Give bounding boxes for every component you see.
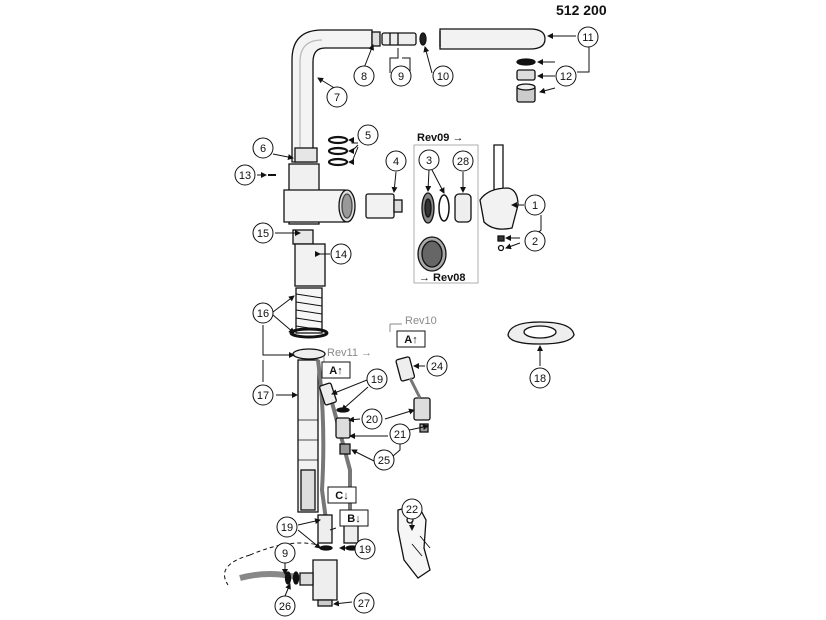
callout-24: 24 <box>426 355 448 377</box>
callout-14: 14 <box>330 243 352 265</box>
svg-text:6: 6 <box>260 143 266 155</box>
callout-27: 27 <box>353 592 375 614</box>
callout-17: 17 <box>252 384 274 406</box>
rev10-label: Rev10 <box>405 315 437 327</box>
tag-a-upper: A↑ <box>396 330 426 348</box>
svg-text:21: 21 <box>394 429 406 441</box>
callout-10: 10 <box>432 65 454 87</box>
rev11-label: Rev11 → <box>327 347 372 359</box>
callout-9: 9 <box>390 65 412 87</box>
svg-text:1: 1 <box>532 200 538 212</box>
svg-text:13: 13 <box>239 170 251 182</box>
tag-b: B↓ <box>339 509 369 527</box>
rev08-label: → Rev08 <box>419 272 465 284</box>
callout-19-upper: 19 <box>366 368 388 390</box>
faucet-assembly <box>224 28 575 607</box>
svg-text:28: 28 <box>457 156 469 168</box>
svg-text:11: 11 <box>582 32 593 44</box>
svg-text:15: 15 <box>257 228 269 240</box>
callout-5: 5 <box>357 124 379 146</box>
svg-text:16: 16 <box>257 308 269 320</box>
callout-18: 18 <box>529 367 551 389</box>
svg-text:26: 26 <box>279 601 291 613</box>
callout-16: 16 <box>252 302 274 324</box>
callout-26: 26 <box>274 595 296 617</box>
leader-lines <box>257 33 590 607</box>
svg-text:27: 27 <box>358 598 370 610</box>
callout-9-lower: 9 <box>274 542 296 564</box>
svg-text:9: 9 <box>398 71 404 83</box>
callout-15: 15 <box>252 222 274 244</box>
callout-28: 28 <box>452 150 474 172</box>
svg-text:A↑: A↑ <box>404 334 417 346</box>
svg-text:19: 19 <box>371 374 383 386</box>
part-number: 512 200 <box>556 2 607 18</box>
callout-6: 6 <box>252 137 274 159</box>
callout-3: 3 <box>418 149 440 171</box>
tag-c: C↓ <box>327 486 357 504</box>
svg-text:7: 7 <box>334 92 340 104</box>
svg-text:18: 18 <box>534 373 546 385</box>
callout-19-right: 19 <box>354 538 376 560</box>
svg-text:20: 20 <box>366 414 378 426</box>
callout-1: 1 <box>524 194 546 216</box>
svg-text:4: 4 <box>393 156 399 168</box>
callout-11: 11 <box>577 26 599 48</box>
rev09-label: Rev09 → <box>417 132 463 144</box>
svg-text:22: 22 <box>406 504 418 516</box>
tag-a-lower: A↑ <box>321 361 351 379</box>
svg-text:5: 5 <box>365 130 371 142</box>
svg-text:2: 2 <box>532 236 538 248</box>
callout-2: 2 <box>524 230 546 252</box>
svg-text:B↓: B↓ <box>347 513 360 525</box>
svg-text:12: 12 <box>560 71 572 83</box>
svg-text:8: 8 <box>361 71 367 83</box>
callout-20: 20 <box>361 408 383 430</box>
callout-13: 13 <box>234 164 256 186</box>
svg-text:9: 9 <box>282 548 288 560</box>
svg-text:14: 14 <box>335 249 347 261</box>
svg-text:10: 10 <box>437 71 449 83</box>
svg-text:19: 19 <box>359 544 371 556</box>
svg-text:25: 25 <box>378 455 390 467</box>
svg-text:17: 17 <box>257 390 269 402</box>
callout-21: 21 <box>389 423 411 445</box>
callout-4: 4 <box>385 150 407 172</box>
callout-22: 22 <box>401 498 423 520</box>
svg-text:19: 19 <box>281 522 293 534</box>
svg-text:24: 24 <box>431 361 443 373</box>
callout-12: 12 <box>555 65 577 87</box>
callout-7: 7 <box>326 86 348 108</box>
svg-text:C↓: C↓ <box>335 490 348 502</box>
callout-8: 8 <box>353 65 375 87</box>
callout-25: 25 <box>373 449 395 471</box>
svg-text:A↑: A↑ <box>329 365 342 377</box>
svg-text:3: 3 <box>426 155 432 167</box>
callout-19-left: 19 <box>276 516 298 538</box>
